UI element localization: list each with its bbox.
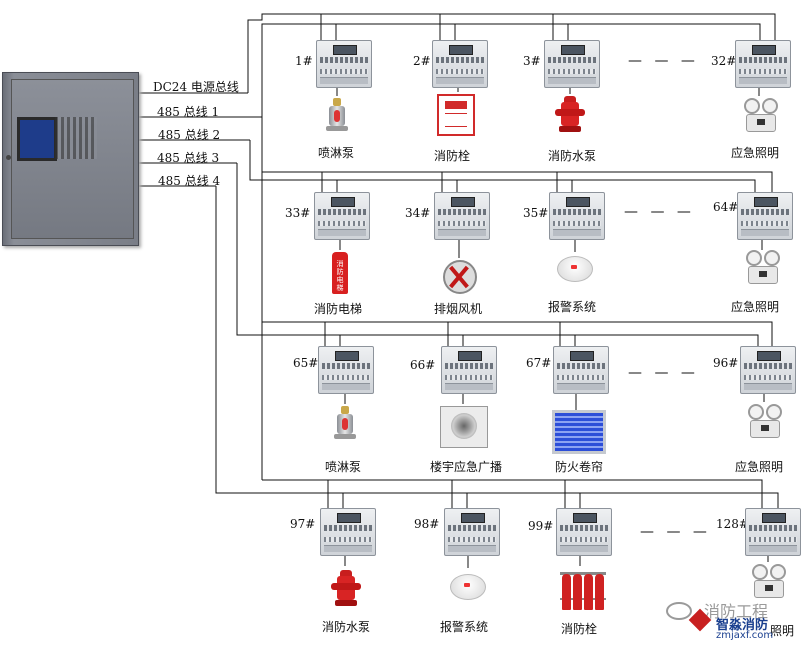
ellipsis-dashes: — — — (628, 365, 699, 381)
sprinkler-icon (334, 406, 356, 440)
monitor-module (314, 192, 370, 240)
module-number: 97# (290, 517, 316, 531)
exhaust-fan-icon (440, 258, 478, 294)
fire-shutter-icon (552, 410, 606, 454)
cabinet-keypad (55, 117, 97, 159)
monitor-module (556, 508, 612, 556)
wechat-icon (666, 602, 692, 620)
device-label: 应急照明 (731, 146, 780, 160)
emergency-light-icon (742, 98, 778, 132)
module-number: 2# (413, 54, 431, 68)
monitor-module (549, 192, 605, 240)
watermark-line2: 智淼消防 (716, 618, 769, 633)
device-label: 消防栓 (561, 622, 598, 636)
speaker-icon (440, 406, 488, 448)
device-label: 应急照明 (735, 460, 784, 474)
monitor-module (320, 508, 376, 556)
module-number: 35# (523, 206, 549, 220)
device-label: 消防栓 (434, 149, 471, 163)
device-label: 报警系统 (548, 300, 597, 314)
module-number: 67# (526, 356, 552, 370)
monitor-module (318, 346, 374, 394)
hydrant-cabinet-icon (437, 94, 475, 136)
device-label: 喷淋泵 (325, 460, 362, 474)
monitor-module (735, 40, 791, 88)
elevator-sign-text: 消防电梯 (336, 260, 344, 292)
module-number: 66# (410, 358, 436, 372)
monitor-module (316, 40, 372, 88)
monitor-module (745, 508, 801, 556)
elevator-sign-icon: 消防电梯 (332, 252, 348, 294)
ellipsis-dashes: — — — (628, 53, 699, 69)
module-number: 99# (528, 519, 554, 533)
monitor-module (544, 40, 600, 88)
ellipsis-dashes: — — — (624, 204, 695, 220)
device-label: 排烟风机 (434, 302, 483, 316)
device-label: 喷淋泵 (318, 146, 355, 160)
bus2-label: 485 总线 2 (158, 128, 221, 142)
module-number: 34# (405, 206, 431, 220)
monitor-module (441, 346, 497, 394)
watermark-line1: 消防工程 (704, 602, 769, 621)
module-number: 32# (711, 54, 737, 68)
fire-hydrant-icon (555, 96, 585, 132)
emergency-light-icon (746, 404, 782, 438)
module-number: 96# (713, 356, 739, 370)
module-number: 128# (716, 517, 749, 531)
watermark-line3: zmjaxf.com (716, 630, 774, 641)
module-number: 1# (295, 54, 313, 68)
monitor-module (432, 40, 488, 88)
module-number: 3# (523, 54, 541, 68)
monitor-module (737, 192, 793, 240)
module-number: 33# (285, 206, 311, 220)
cabinet-lock-icon (6, 155, 11, 160)
module-number: 98# (414, 517, 440, 531)
monitor-module (444, 508, 500, 556)
module-number: 64# (713, 200, 739, 214)
fire-hydrant-icon (331, 570, 361, 606)
module-number: 65# (293, 356, 319, 370)
ellipsis-dashes: — — — (640, 524, 711, 540)
device-label: 消防电梯 (314, 302, 363, 316)
monitor-module (553, 346, 609, 394)
smoke-detector-icon (450, 570, 486, 600)
gas-cylinder-icon (560, 568, 606, 612)
device-label: 消防水泵 (548, 149, 597, 163)
monitor-module (740, 346, 796, 394)
monitor-module (434, 192, 490, 240)
emergency-light-icon (750, 564, 786, 598)
emergency-light-icon (744, 250, 780, 284)
smoke-detector-icon (557, 252, 593, 282)
cabinet-screen (17, 117, 57, 161)
device-label: 消防水泵 (322, 620, 371, 634)
device-label: 照明 (770, 624, 795, 638)
device-label: 防火卷帘 (555, 460, 604, 474)
bus3-label: 485 总线 3 (157, 151, 220, 165)
bus1-label: 485 总线 1 (157, 105, 220, 119)
control-cabinet (2, 72, 139, 246)
device-label: 报警系统 (440, 620, 489, 634)
power-bus-label: DC24 电源总线 (153, 80, 239, 94)
bus4-label: 485 总线 4 (158, 174, 221, 188)
device-label: 楼宇应急广播 (430, 460, 503, 474)
sprinkler-icon (326, 98, 348, 132)
device-label: 应急照明 (731, 300, 780, 314)
